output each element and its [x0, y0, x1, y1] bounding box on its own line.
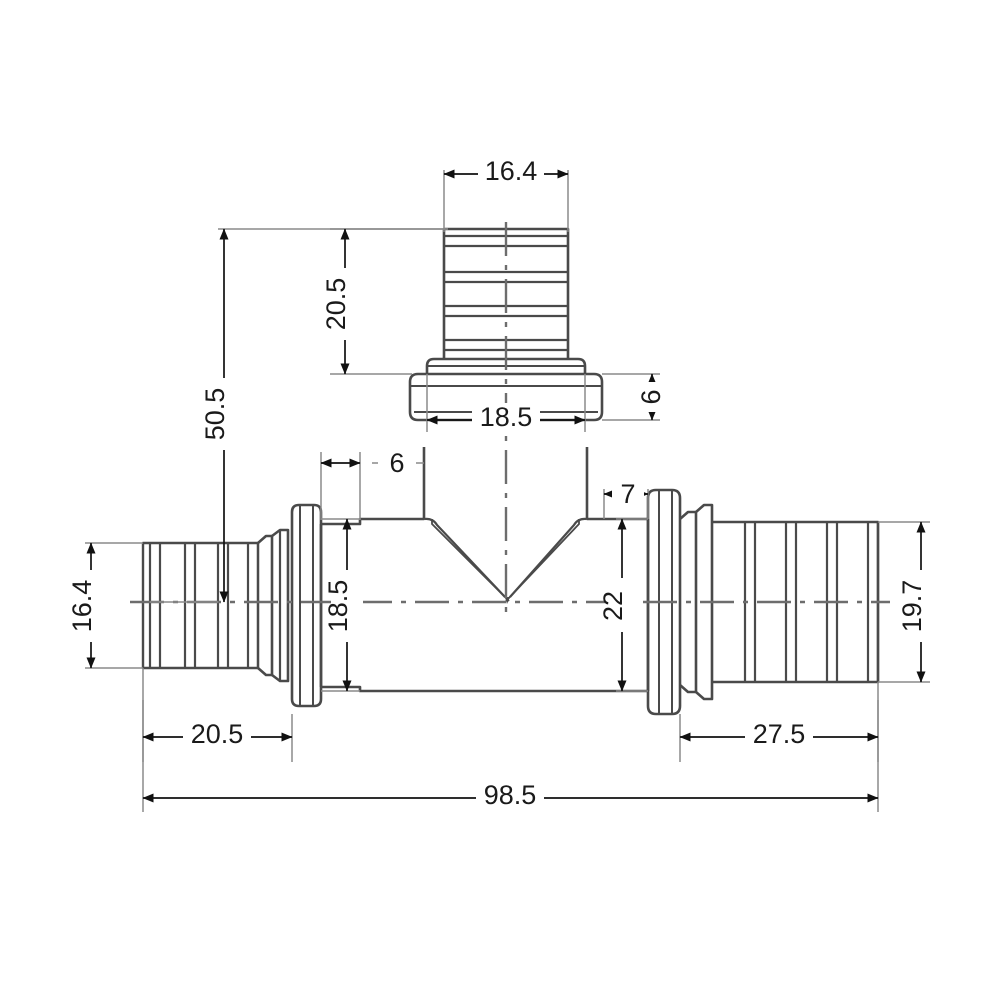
dim-label-top-height: 20.5: [321, 278, 351, 331]
dim-right-offset: 7: [603, 478, 649, 509]
dim-label-right-end-dia: 19.7: [897, 580, 927, 633]
dim-label-right-offset: 7: [620, 479, 635, 509]
left-collar: [290, 503, 323, 708]
extension-lines: [85, 170, 930, 812]
dim-label-total-height: 50.5: [200, 388, 230, 441]
dim-left-len: 20.5: [142, 719, 293, 750]
dim-total-len: 98.5: [142, 780, 879, 811]
dim-label-total-len: 98.5: [484, 780, 537, 810]
dim-total-height: 50.5: [200, 228, 240, 603]
dim-label-neck-height: 6: [636, 389, 666, 404]
dim-top-height: 20.5: [321, 228, 361, 375]
part-geometry: [141, 227, 880, 716]
dim-label-top-width: 16.4: [485, 156, 538, 186]
dim-label-left-offset: 6: [389, 448, 404, 478]
dim-right-len: 27.5: [679, 719, 879, 750]
left-barb: [141, 528, 290, 683]
dim-left-offset: 6: [320, 447, 416, 478]
dim-left-end-dia: 16.4: [67, 542, 107, 669]
dimensions: 16.4 20.5 50.5 18.5 6: [67, 156, 937, 811]
dim-neck-height: 6: [636, 373, 667, 421]
dim-top-width: 16.4: [443, 156, 569, 187]
dim-right-end-dia: 19.7: [897, 521, 937, 683]
dim-neck-width: 18.5: [426, 402, 586, 433]
dim-right-dia: 22: [598, 518, 638, 692]
dim-label-left-len: 20.5: [191, 719, 244, 749]
dim-label-right-len: 27.5: [753, 719, 806, 749]
dim-label-left-dia: 18.5: [323, 580, 353, 633]
dim-label-right-dia: 22: [598, 591, 628, 621]
dim-label-left-end-dia: 16.4: [67, 580, 97, 633]
dim-label-neck-width: 18.5: [480, 402, 533, 432]
tee-body: [319, 447, 650, 693]
dim-left-dia: 18.5: [323, 518, 363, 692]
